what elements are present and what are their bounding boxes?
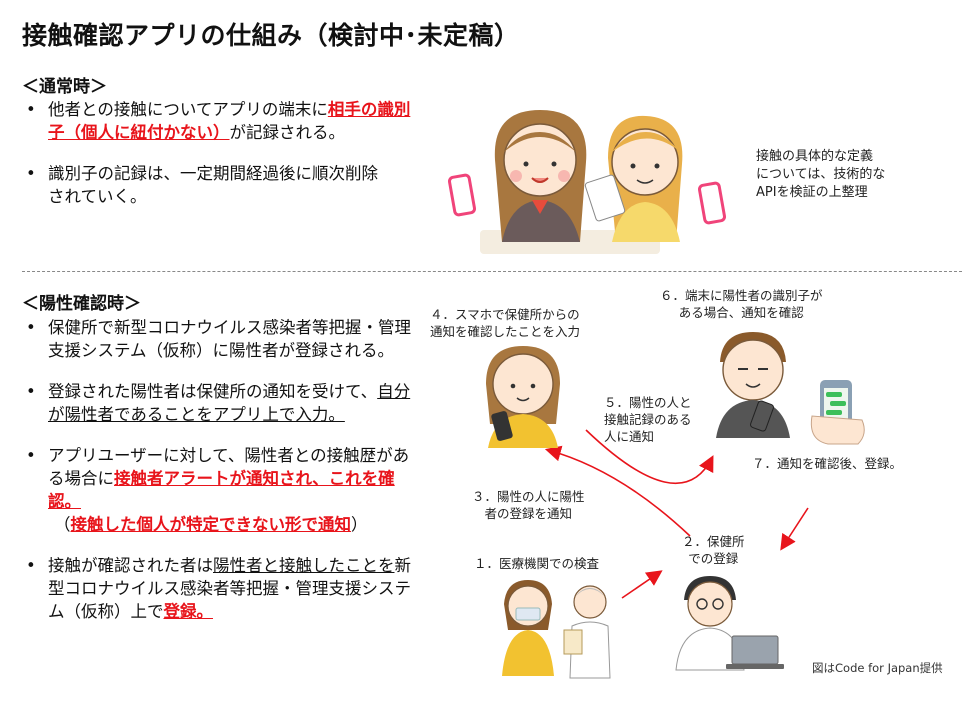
step7-phone (810, 380, 865, 445)
two-people-illustration (447, 110, 727, 254)
positive-heading: ＜陽性確認時＞ (22, 294, 141, 314)
credit-note: 図はCode for Japan提供 (812, 661, 943, 675)
alert-emphasis: 接触者アラートが通知され、これを確認。 (48, 469, 395, 511)
person-icon (584, 115, 683, 242)
register-emphasis: 登録。 (163, 602, 214, 621)
person-icon (494, 110, 587, 242)
step-2-label: ２．保健所 での登録 (682, 534, 745, 566)
step-7-label: ７．通知を確認後、登録。 (752, 456, 903, 471)
positive-bullet-4: 接触が確認された者は陽性者と接触したことを新型コロナウイルス感染者等把握・管理支… (22, 554, 412, 623)
step6-person (716, 332, 790, 438)
identifier-emphasis: 相手の識別子（個人に紐付かない） (48, 100, 411, 142)
arrow-icon (621, 570, 663, 599)
phone-icon (491, 411, 513, 441)
positive-bullet-1: 保健所で新型コロナウイルス感染者等把握・管理支援システム（仮称）に陽性者が登録さ… (22, 316, 412, 362)
page-title: 接触確認アプリの仕組み（検討中･未定稿） (22, 21, 520, 50)
step-4-label: ４．スマホで保健所からの 通知を確認したことを入力 (430, 307, 581, 339)
person-icon (563, 585, 611, 679)
normal-heading: ＜通常時＞ (22, 77, 107, 97)
step4-person (486, 346, 560, 448)
arrow-icon (544, 445, 691, 537)
definition-note: 接触の具体的な定義 については、技術的な APIを検証の上整理 (756, 149, 886, 200)
anonymous-emphasis: 接触した個人が特定できない形で通知 (70, 515, 352, 534)
positive-bullets: 保健所で新型コロナウイルス感染者等把握・管理支援システム（仮称）に陽性者が登録さ… (22, 316, 412, 641)
normal-bullet-2: 識別子の記録は、一定期間経過後に順次削除されていく。 (22, 162, 388, 208)
phone-icon (697, 181, 727, 225)
positive-bullet-2: 登録された陽性者は保健所の通知を受けて、自分が陽性者であることをアプリ上で入力。 (22, 380, 412, 426)
hand-shape (810, 415, 865, 445)
step-1-label: １．医療機関での検査 (474, 556, 600, 571)
arrow-icon (780, 507, 809, 551)
step-3-label: ３．陽性の人に陽性 者の登録を通知 (472, 489, 585, 521)
positive-bullet-3: アプリユーザーに対して、陽性者との接触歴がある場合に接触者アラートが通知され、こ… (22, 444, 412, 536)
arrow-icon (585, 429, 714, 485)
step1-people (502, 580, 611, 679)
step2-person (675, 576, 784, 671)
phone-icon (750, 400, 774, 432)
step-5-label: ５．陽性の人と 接触記録のある 人に通知 (604, 395, 692, 444)
section-divider (22, 271, 962, 272)
normal-bullets: 他者との接触についてアプリの端末に相手の識別子（個人に紐付かない）が記録される。… (22, 98, 422, 226)
laptop-icon (726, 635, 784, 669)
normal-bullet-1: 他者との接触についてアプリの端末に相手の識別子（個人に紐付かない）が記録される。 (22, 98, 422, 144)
person-icon (502, 580, 554, 676)
person-icon (675, 576, 745, 671)
phone-icon (447, 173, 477, 217)
step-6-label: ６．端末に陽性者の識別子が ある場合、通知を確認 (660, 288, 823, 320)
